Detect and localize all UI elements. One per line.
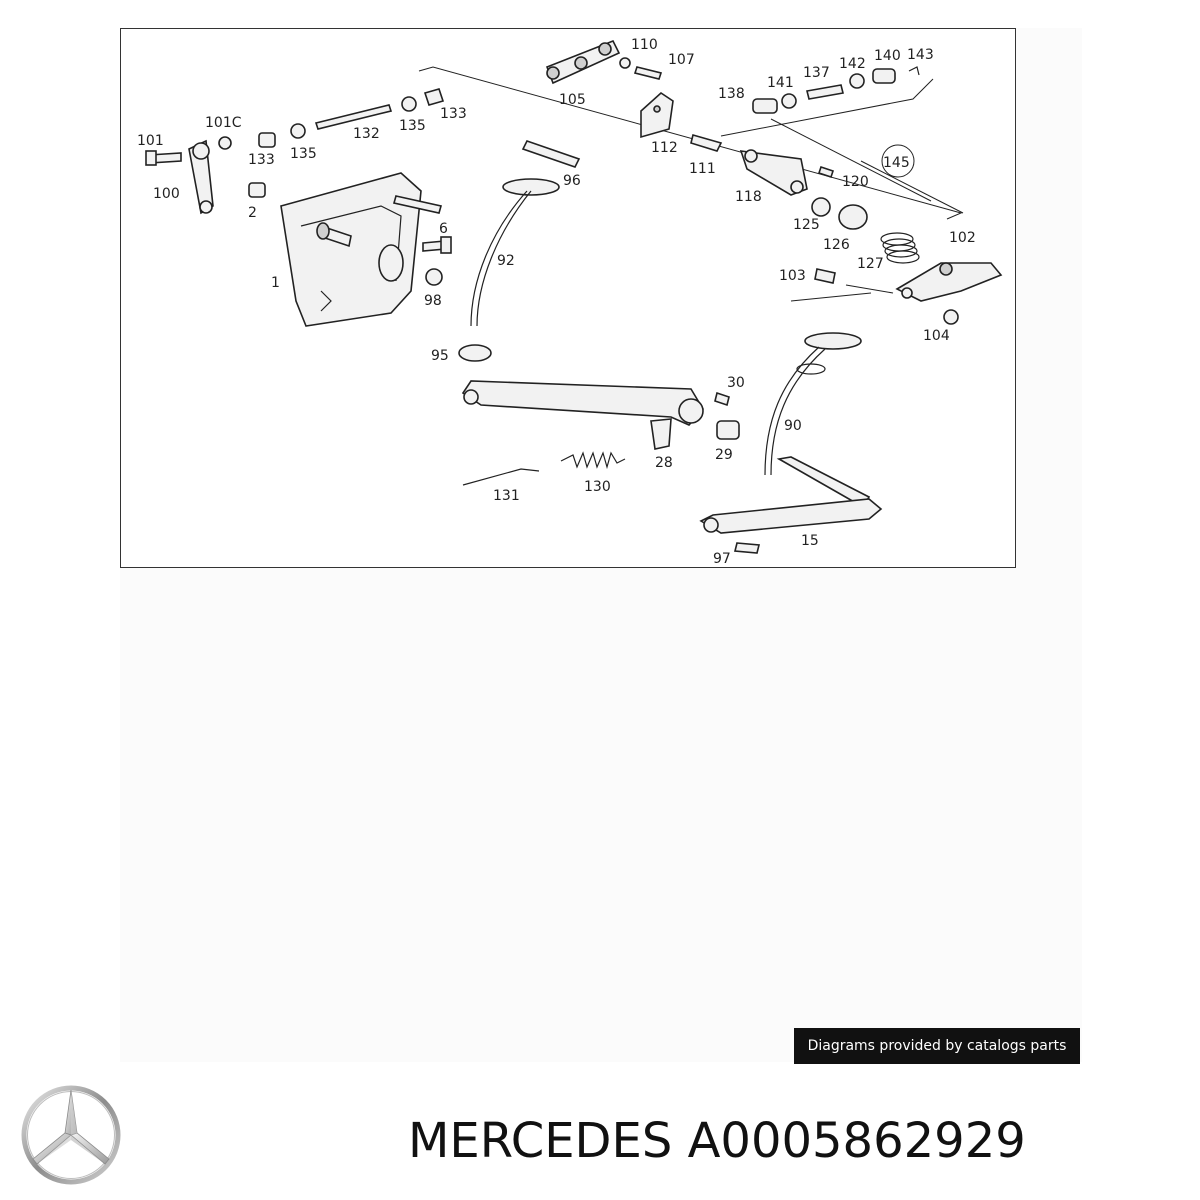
callout-142: 142 [839,56,866,72]
adjuster-parts [752,66,920,114]
callout-133-left: 133 [248,152,275,168]
callout-28: 28 [655,455,673,471]
callout-120: 120 [842,174,869,190]
callout-111: 111 [689,161,716,177]
diagram-credit-banner: Diagrams provided by catalogs parts [794,1028,1080,1064]
callout-135-right: 135 [399,118,426,134]
callout-103: 103 [779,268,806,284]
callout-97: 97 [713,551,731,567]
callout-145-ring [881,144,915,178]
callout-102: 102 [949,230,976,246]
callout-137: 137 [803,65,830,81]
callout-132: 132 [353,126,380,142]
callout-110: 110 [631,37,658,53]
bracket-part [280,172,443,327]
spring-130 [462,451,626,486]
callout-138: 138 [718,86,745,102]
callout-104: 104 [923,328,950,344]
callout-126: 126 [823,237,850,253]
callout-92: 92 [497,253,515,269]
callout-96: 96 [563,173,581,189]
callout-145: 145 [883,155,910,171]
callout-130: 130 [584,479,611,495]
pedal-arm-28 [461,380,740,450]
callout-29: 29 [715,447,733,463]
pedal-link-118 [690,134,835,196]
parts-diagram: 1 2 6 15 28 29 30 90 92 95 96 97 98 100 … [120,28,1016,568]
callout-101: 101 [137,133,164,149]
callout-141: 141 [767,75,794,91]
callout-143: 143 [907,47,934,63]
callout-6: 6 [439,221,448,237]
callout-90: 90 [784,418,802,434]
bushing-parts [248,88,445,198]
callout-1: 1 [271,275,280,291]
callout-112: 112 [651,140,678,156]
lever-part [145,136,232,215]
callout-95: 95 [431,348,449,364]
callout-131: 131 [493,488,520,504]
callout-100: 100 [153,186,180,202]
callout-125: 125 [793,217,820,233]
callout-105: 105 [559,92,586,108]
callout-101c: 101C [205,115,242,131]
pedal-arm-15 [699,456,883,554]
bracket-102 [814,262,1003,325]
linkage-105 [545,39,663,85]
callout-127: 127 [857,256,884,272]
callout-118: 118 [735,189,762,205]
bolt-washer-parts [422,236,452,286]
callout-labels: 1 2 6 15 28 29 30 90 92 95 96 97 98 100 … [137,37,976,567]
spring-parts [811,197,920,264]
callout-133-right: 133 [440,106,467,122]
exploded-view-drawing: 1 2 6 15 28 29 30 90 92 95 96 97 98 100 … [137,37,1003,567]
bumper-95 [458,344,492,362]
callout-2: 2 [248,205,257,221]
callout-15: 15 [801,533,819,549]
mercedes-star-icon [20,1084,122,1190]
callout-30: 30 [727,375,745,391]
bracket-112 [640,91,674,139]
credit-text: Diagrams provided by catalogs parts [807,1038,1067,1054]
callout-98: 98 [424,293,442,309]
callout-140: 140 [874,48,901,64]
callout-107: 107 [668,52,695,68]
callout-135-left: 135 [290,146,317,162]
part-title: MERCEDES A0005862929 [408,1113,1026,1169]
pedal-rod-92 [470,140,581,327]
pedal-rod-90 [764,332,862,476]
